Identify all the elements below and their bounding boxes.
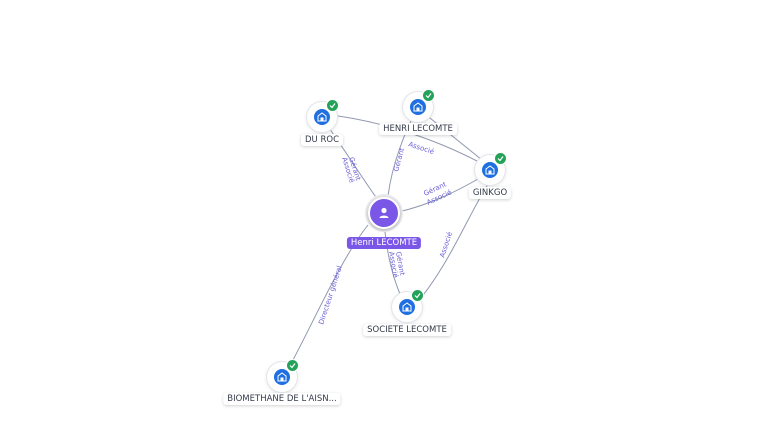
company-node-ginkgo[interactable]: [475, 152, 507, 185]
company-node-du-roc[interactable]: [307, 99, 339, 132]
person-label[interactable]: Henri LECOMTE: [346, 237, 422, 249]
building-icon: [482, 162, 498, 178]
company-label-henri-lecomte[interactable]: HENRI LECOMTE: [379, 123, 457, 135]
person-icon: [379, 207, 389, 218]
edge-label-ginkgo-societe-1: Associé: [438, 231, 454, 259]
building-icon: [314, 109, 330, 125]
company-label-du-roc[interactable]: DU ROC: [301, 134, 343, 146]
edge-label-biomethane-1: Directeur général: [317, 265, 344, 326]
company-label-societe-lecomte[interactable]: SOCIETE LECOMTE: [363, 324, 451, 336]
person-node-henri-lecomte[interactable]: [368, 197, 400, 229]
building-icon: [274, 369, 290, 385]
company-label-ginkgo[interactable]: GINKGO: [468, 187, 512, 199]
verified-check-icon: [411, 289, 424, 302]
company-node-societe-lecomte[interactable]: [392, 289, 424, 322]
verified-check-icon: [422, 89, 435, 102]
edge-label-henri-lecomte-ginkgo-1: Associé: [407, 140, 435, 156]
verified-check-icon: [326, 99, 339, 112]
company-node-biomethane[interactable]: [267, 359, 299, 392]
company-label-biomethane[interactable]: BIOMETHANE DE L'AISN...: [223, 393, 341, 405]
building-icon: [399, 299, 415, 315]
verified-check-icon: [494, 152, 507, 165]
building-icon: [410, 99, 426, 115]
edge-label-henri-lecomte-1: Gérant: [392, 147, 406, 173]
verified-check-icon: [286, 359, 299, 372]
company-node-henri-lecomte[interactable]: [403, 89, 435, 122]
